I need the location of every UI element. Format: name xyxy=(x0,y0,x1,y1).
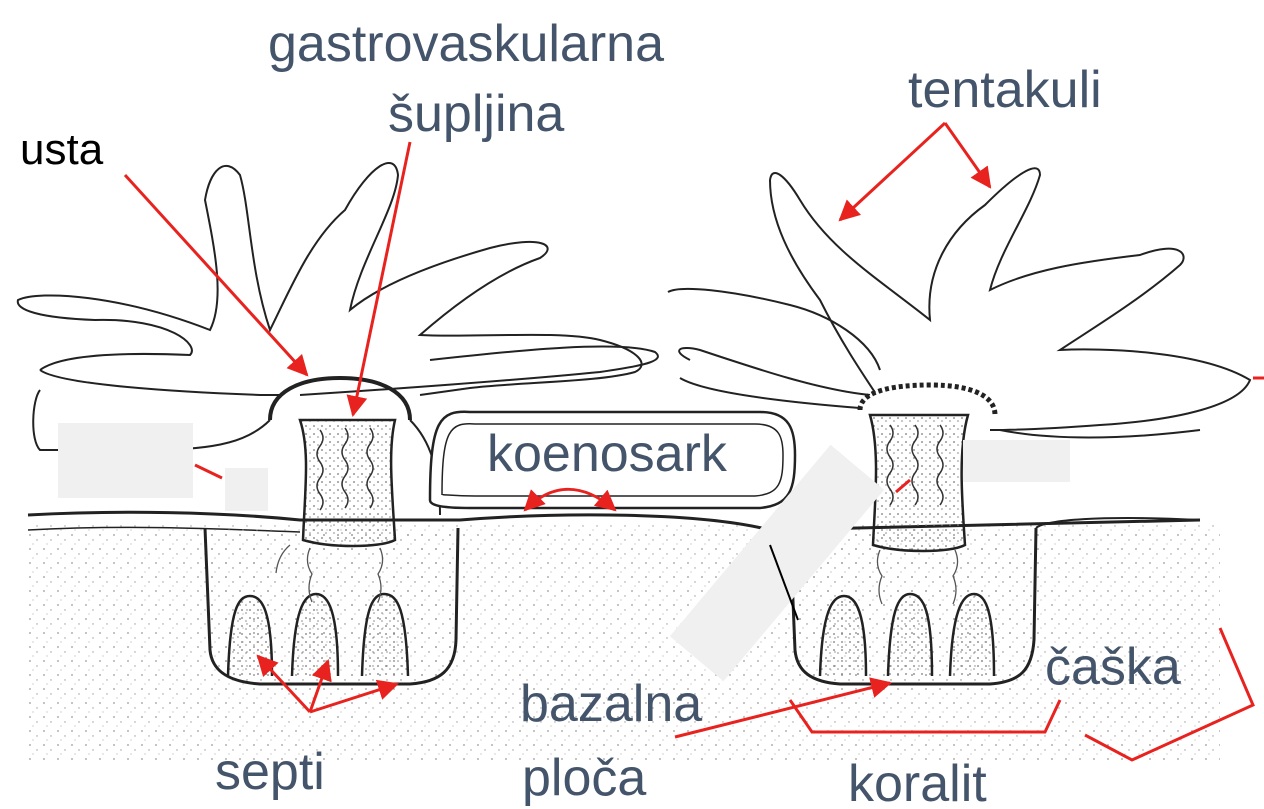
label-gastrovascular-line1: gastrovaskularna xyxy=(268,18,664,70)
right-septa xyxy=(820,594,994,676)
left-septa xyxy=(228,594,408,676)
label-bazalna-line2: ploča xyxy=(522,752,646,804)
arrow-unlabeled-left xyxy=(195,465,222,478)
label-koenosark: koenosark xyxy=(487,428,727,480)
label-tentakuli: tentakuli xyxy=(908,64,1102,116)
right-pharynx xyxy=(870,415,968,551)
label-gastrovascular-line2: šupljina xyxy=(388,88,564,140)
label-caska: čaška xyxy=(1045,641,1181,693)
label-usta: usta xyxy=(20,128,103,172)
arrow-tentakuli-right xyxy=(945,123,990,187)
label-septi: septi xyxy=(215,746,325,798)
arrow-tentakuli-left xyxy=(840,123,945,220)
label-bazalna-line1: bazalna xyxy=(520,678,702,730)
label-koralit: koralit xyxy=(848,758,987,809)
left-tentacles xyxy=(18,163,642,395)
